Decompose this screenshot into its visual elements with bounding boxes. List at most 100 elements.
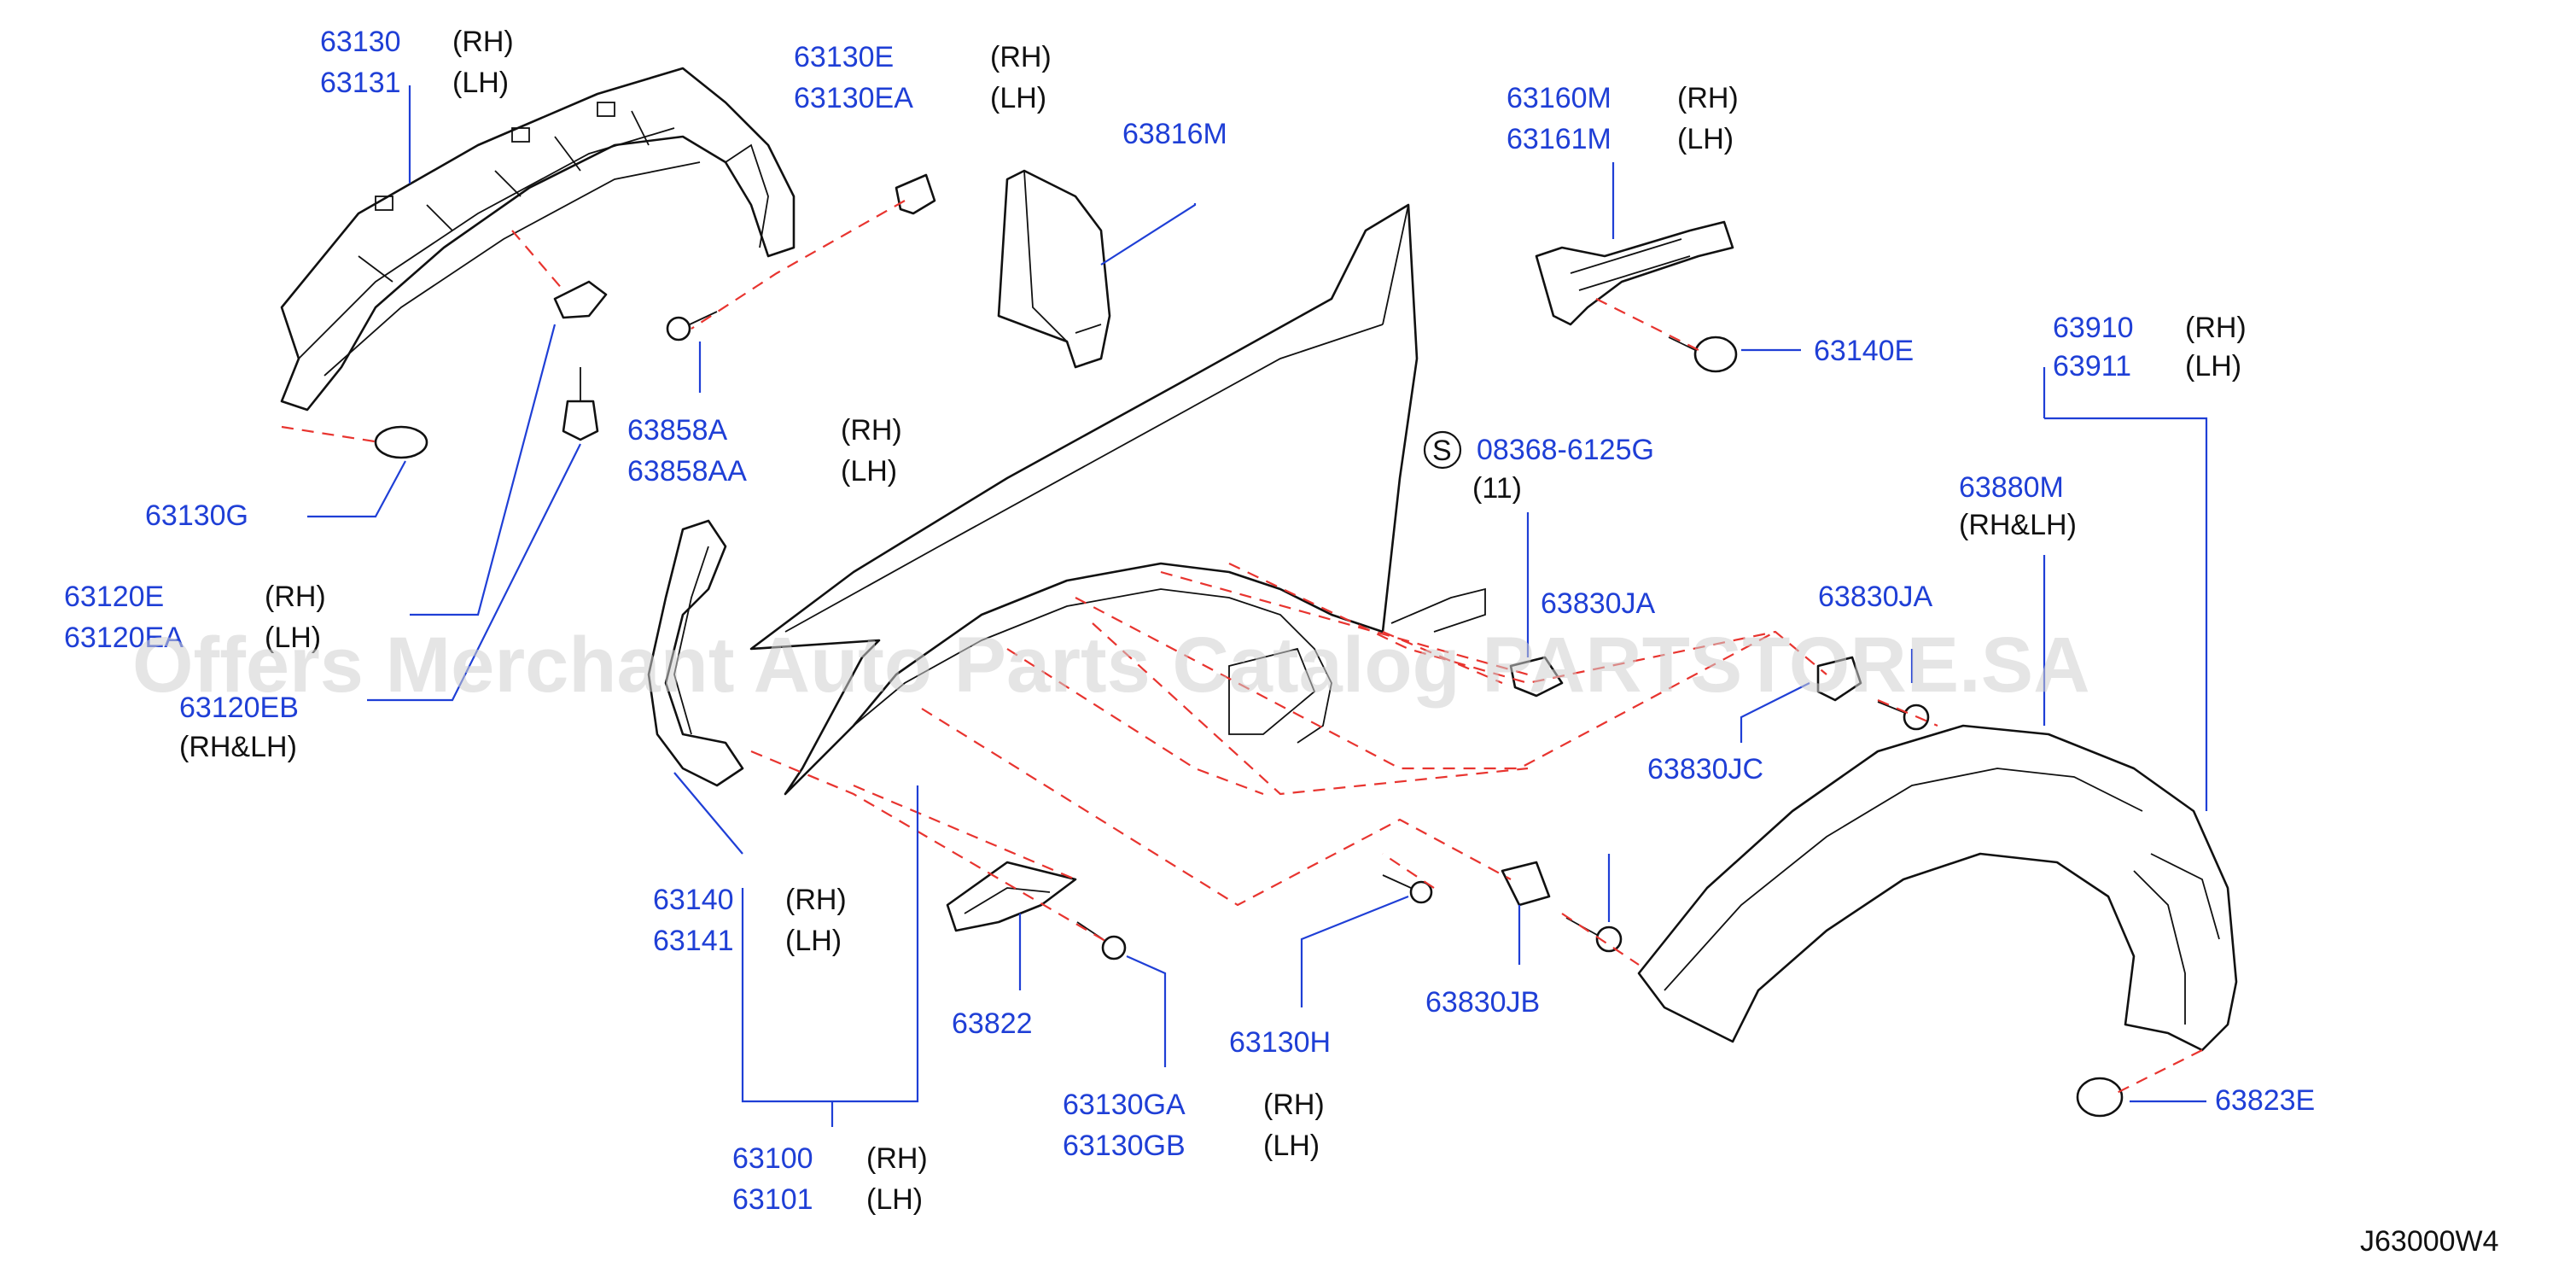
fender-side-bracket-part[interactable]: [647, 519, 744, 787]
part-number: 63130EA: [794, 82, 913, 114]
part-number: 63858AA: [627, 455, 747, 488]
part-number: 63130E: [794, 41, 894, 73]
part-number: 63858A: [627, 414, 728, 447]
callout-63130g[interactable]: 63130G: [145, 499, 248, 532]
fender-bracket-cover-part[interactable]: [997, 169, 1111, 369]
callout-63822[interactable]: 63822: [952, 1007, 1033, 1040]
part-number: 08368-6125G: [1477, 434, 1654, 466]
callout-63130h[interactable]: 63130H: [1229, 1026, 1331, 1059]
part-number: 63830JA: [1818, 581, 1933, 613]
part-number: 63130: [320, 26, 401, 58]
callout-63823e[interactable]: 63823E: [2215, 1084, 2315, 1117]
clip-63120e-part[interactable]: [553, 280, 608, 319]
callout-63910[interactable]: 63910 63911 (RH) (LH): [2053, 312, 2247, 382]
callout-63130[interactable]: 63130 63131 (RH) (LH): [320, 26, 514, 99]
part-number: 63823E: [2215, 1084, 2315, 1117]
clip-63130e-part[interactable]: [895, 173, 936, 215]
side-label: (LH): [841, 455, 897, 488]
callout-63160m[interactable]: 63160M 63161M (RH) (LH): [1507, 82, 1739, 155]
callout-leader-lines: [307, 85, 2208, 1127]
part-number: 63830JC: [1647, 753, 1763, 785]
side-label: (RH&LH): [179, 731, 297, 763]
callout-63100[interactable]: 63100 63101 (RH) (LH): [732, 1142, 928, 1216]
callout-63130ga[interactable]: 63130GA 63130GB (RH) (LH): [1063, 1089, 1325, 1162]
side-label: (RH&LH): [1959, 509, 2077, 541]
side-label: (LH): [1677, 123, 1734, 155]
fender-clip-63822-part[interactable]: [946, 861, 1077, 932]
part-number: 63161M: [1507, 123, 1611, 155]
side-label: (RH): [866, 1142, 928, 1175]
part-number: 63130G: [145, 499, 248, 532]
part-number: 63101: [732, 1183, 813, 1216]
part-number: 63141: [653, 925, 734, 957]
assembly-dashed-lines: [281, 200, 2203, 1094]
callout-63140[interactable]: 63140 63141 (RH) (LH): [653, 884, 847, 957]
side-label: (LH): [452, 67, 509, 99]
part-number: 63911: [2053, 350, 2131, 382]
side-label: (LH): [2185, 350, 2241, 382]
side-label: (LH): [265, 622, 321, 654]
part-number: 63822: [952, 1007, 1033, 1040]
part-number: 63140E: [1814, 335, 1914, 367]
fender-flare-and-protector-part[interactable]: [1637, 724, 2238, 1052]
clip-63823e-part[interactable]: [2076, 1077, 2124, 1118]
side-label: (RH): [841, 414, 902, 447]
part-number: 63130GA: [1063, 1089, 1186, 1121]
diagram-code: J63000W4: [2360, 1225, 2499, 1258]
callout-63830ja-right[interactable]: 63830JA: [1818, 581, 1933, 613]
side-label: (RH): [1677, 82, 1739, 114]
side-label: (LH): [785, 925, 842, 957]
part-number: 63131: [320, 67, 401, 99]
clip-63130g-part[interactable]: [374, 425, 428, 459]
callout-63130e[interactable]: 63130E 63130EA (RH) (LH): [794, 41, 1052, 114]
fender-mounting-bracket-part[interactable]: [1535, 220, 1734, 326]
side-label: (RH): [2185, 312, 2247, 344]
callout-63830jb[interactable]: 63830JB: [1425, 986, 1540, 1019]
part-number: 63120E: [64, 581, 164, 613]
watermark-text: Offers Merchant Auto Parts Catalog PARTS…: [132, 622, 2090, 709]
standard-part-circle-icon: [1423, 430, 1462, 470]
clip-63830jb-part[interactable]: [1501, 861, 1551, 907]
screw-63858a-part[interactable]: [666, 311, 718, 342]
side-label: (LH): [990, 82, 1046, 114]
front-fender-panel-part[interactable]: [749, 203, 1486, 796]
callout-63830jc[interactable]: 63830JC: [1647, 753, 1763, 785]
callout-63140e[interactable]: 63140E: [1814, 335, 1914, 367]
callout-63830ja-upper[interactable]: 63830JA: [1541, 587, 1656, 620]
part-number: 63160M: [1507, 82, 1611, 114]
side-label: (RH): [265, 581, 326, 613]
side-label: (RH): [452, 26, 514, 58]
side-label: (RH): [785, 884, 847, 916]
clip-63830jc-part[interactable]: [1816, 656, 1862, 702]
part-number: 63100: [732, 1142, 813, 1175]
callout-63120e[interactable]: 63120E 63120EA (RH) (LH): [64, 581, 326, 654]
clip-63130ga-part[interactable]: [1076, 921, 1127, 960]
callout-63880m[interactable]: 63880M (RH&LH): [1959, 471, 2077, 541]
bolt-63830jb-side-part[interactable]: [1565, 917, 1623, 953]
clip-63830ja-upper-part[interactable]: [1509, 656, 1564, 698]
side-label: (RH): [1263, 1089, 1325, 1121]
quantity-label: (11): [1472, 472, 1522, 505]
screw-63130h-part[interactable]: [1382, 874, 1433, 904]
part-number: 63816M: [1122, 118, 1227, 150]
callout-63816m[interactable]: 63816M: [1122, 118, 1227, 150]
part-number: 63830JA: [1541, 587, 1656, 620]
side-label: (RH): [990, 41, 1052, 73]
part-number: 63830JB: [1425, 986, 1540, 1019]
part-number: 63910: [2053, 312, 2134, 344]
part-number: 63140: [653, 884, 734, 916]
part-number: 63120EA: [64, 622, 184, 654]
callout-63858a[interactable]: 63858A 63858AA (RH) (LH): [627, 414, 902, 488]
clip-63140e-part[interactable]: [1668, 336, 1738, 373]
fender-protector-front-part[interactable]: [280, 67, 796, 412]
part-number: 63130H: [1229, 1026, 1331, 1059]
standard-part-symbol: S: [1432, 435, 1452, 467]
part-number: 63130GB: [1063, 1130, 1186, 1162]
bolt-63120eb-part[interactable]: [562, 367, 599, 441]
part-number: 63880M: [1959, 471, 2064, 504]
callout-63120eb[interactable]: 63120EB (RH&LH): [179, 692, 299, 763]
side-label: (LH): [1263, 1130, 1320, 1162]
callout-08368-6125g[interactable]: S 08368-6125G (11): [1423, 430, 1654, 505]
